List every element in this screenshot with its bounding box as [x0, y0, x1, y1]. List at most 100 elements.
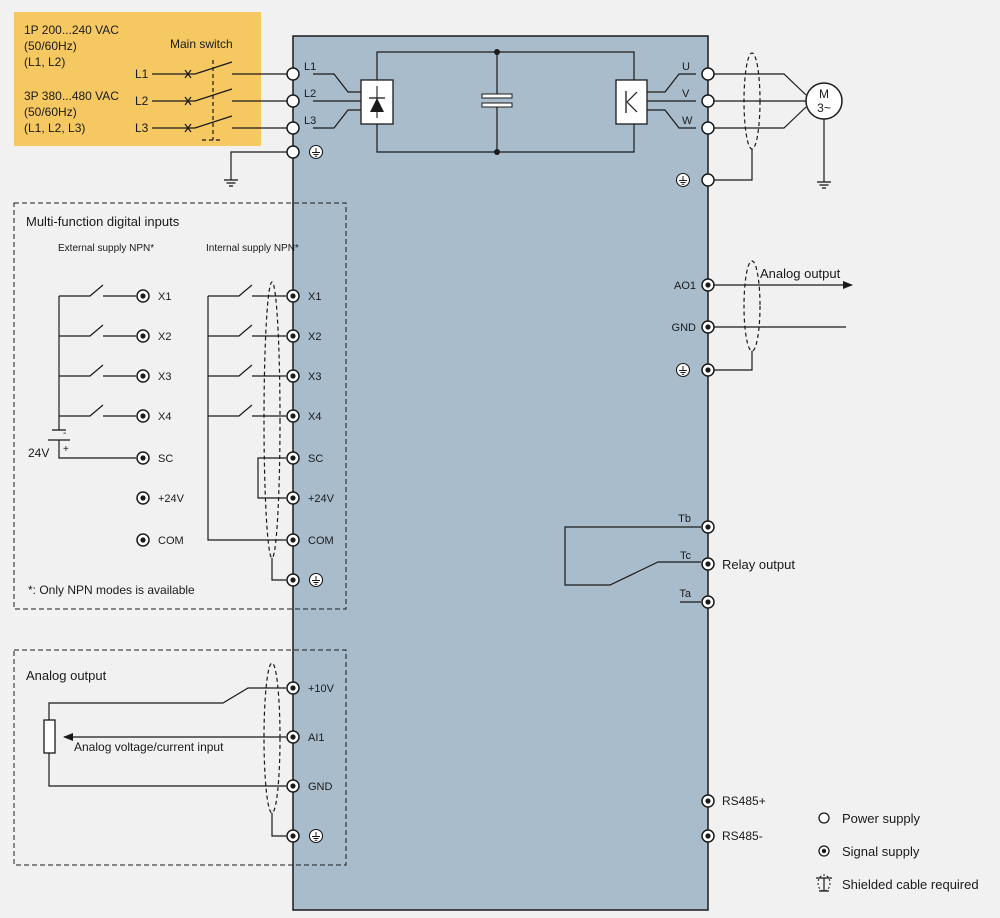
analog-input-box-title: Analog output [26, 668, 107, 683]
terminal-label-l2: L2 [304, 88, 316, 100]
motor: M 3~ [805, 82, 843, 120]
legend-signal: Signal supply [842, 844, 920, 859]
rectifier-block [360, 79, 394, 125]
external-label-com: COM [158, 535, 184, 547]
label-gnd-analog-in: GND [308, 781, 333, 793]
external-terminal-com[interactable] [136, 533, 150, 547]
internal-terminal-sc[interactable] [286, 451, 300, 465]
label-ao1: AO1 [674, 280, 696, 292]
internal-label-x2: X2 [308, 331, 321, 343]
external-terminal-sc[interactable] [136, 451, 150, 465]
legend-shield: Shielded cable required [842, 877, 979, 892]
internal-label-x3: X3 [308, 371, 321, 383]
motor-label-m: M [819, 87, 829, 101]
internal-terminal-x2[interactable] [286, 329, 300, 343]
label-ta: Ta [679, 588, 692, 600]
protective-earth-icon [675, 362, 691, 378]
terminal-label-v: V [682, 88, 690, 100]
terminal-pe-analog-in[interactable] [286, 829, 300, 843]
internal-terminal-x4[interactable] [286, 409, 300, 423]
terminal-l2[interactable] [286, 94, 300, 108]
terminal-tb[interactable] [701, 520, 715, 534]
potentiometer [43, 687, 286, 787]
internal-label-x1: X1 [308, 291, 321, 303]
terminal-rs485-minus[interactable] [701, 829, 715, 843]
digital-inputs-title: Multi-function digital inputs [26, 214, 180, 229]
relay-output-label: Relay output [722, 557, 795, 572]
external-terminal-x1[interactable] [136, 289, 150, 303]
inverter-body [292, 35, 709, 911]
terminal-v[interactable] [701, 94, 715, 108]
internal-supply-label: Internal supply NPN* [206, 243, 299, 254]
single-lines-label: (L1, L2) [24, 55, 65, 69]
single-freq-label: (50/60Hz) [24, 39, 77, 53]
internal-label-com: COM [308, 535, 334, 547]
internal-supply-wiring [207, 281, 286, 581]
three-freq-label: (50/60Hz) [24, 105, 77, 119]
external-terminal-24v[interactable] [136, 491, 150, 505]
internal-terminal-pe[interactable] [286, 573, 300, 587]
supply-line-label-l2: L2 [135, 94, 149, 108]
terminal-label-l3: L3 [304, 115, 316, 127]
external-label-x4: X4 [158, 411, 171, 423]
internal-terminal-x1[interactable] [286, 289, 300, 303]
terminal-gnd-analog-out[interactable] [701, 320, 715, 334]
protective-earth-icon [308, 572, 324, 588]
terminal-pe-input[interactable] [286, 145, 300, 159]
internal-terminal-x3[interactable] [286, 369, 300, 383]
external-terminal-x2[interactable] [136, 329, 150, 343]
label-tc: Tc [680, 550, 692, 562]
power-supply-icon [818, 812, 830, 824]
analog-input-box [13, 649, 347, 866]
terminal-tc[interactable] [701, 557, 715, 571]
terminal-gnd-analog-in[interactable] [286, 779, 300, 793]
shielded-cable-legend-icon [816, 874, 832, 892]
supply-box [14, 12, 261, 146]
terminal-l1[interactable] [286, 67, 300, 81]
battery-label: 24V [28, 446, 49, 460]
relay-contact [564, 526, 701, 603]
supply-line-label-l1: L1 [135, 67, 149, 81]
internal-label-sc: SC [308, 453, 323, 465]
terminal-pe-output[interactable] [701, 173, 715, 187]
battery-minus: - [63, 428, 66, 439]
main-switch [152, 60, 293, 141]
legend-power: Power supply [842, 811, 921, 826]
terminal-ao1[interactable] [701, 278, 715, 292]
terminal-u[interactable] [701, 67, 715, 81]
internal-label-x4: X4 [308, 411, 321, 423]
label-10v: +10V [308, 683, 335, 695]
label-ai1: AI1 [308, 732, 325, 744]
inverter-igbt-block [615, 79, 648, 125]
terminal-w[interactable] [701, 121, 715, 135]
three-phase-label: 3P 380...480 VAC [24, 89, 119, 103]
ground-icon [816, 181, 832, 189]
analog-output-label: Analog output [760, 266, 841, 281]
single-phase-label: 1P 200...240 VAC [24, 23, 119, 37]
motor-label-phase: 3~ [817, 101, 831, 115]
protective-earth-icon [675, 172, 691, 188]
external-terminal-x3[interactable] [136, 369, 150, 383]
external-label-x2: X2 [158, 331, 171, 343]
external-supply-wiring [48, 284, 136, 459]
digital-inputs-box [13, 202, 347, 610]
label-gnd-analog-out: GND [672, 322, 697, 334]
terminal-pe-analog-out[interactable] [701, 363, 715, 377]
external-terminal-x4[interactable] [136, 409, 150, 423]
external-label-sc: SC [158, 453, 173, 465]
external-label-x1: X1 [158, 291, 171, 303]
terminal-ta[interactable] [701, 595, 715, 609]
npn-note: *: Only NPN modes is available [28, 583, 195, 597]
internal-terminal-com[interactable] [286, 533, 300, 547]
supply-line-label-l3: L3 [135, 121, 149, 135]
terminal-label-u: U [682, 61, 690, 73]
battery-plus: + [63, 444, 69, 455]
internal-terminal-24v[interactable] [286, 491, 300, 505]
analog-input-label: Analog voltage/current input [74, 740, 224, 754]
terminal-ai1[interactable] [286, 730, 300, 744]
terminal-rs485-plus[interactable] [701, 794, 715, 808]
external-label-24v: +24V [158, 493, 185, 505]
terminal-10v[interactable] [286, 681, 300, 695]
terminal-l3[interactable] [286, 121, 300, 135]
